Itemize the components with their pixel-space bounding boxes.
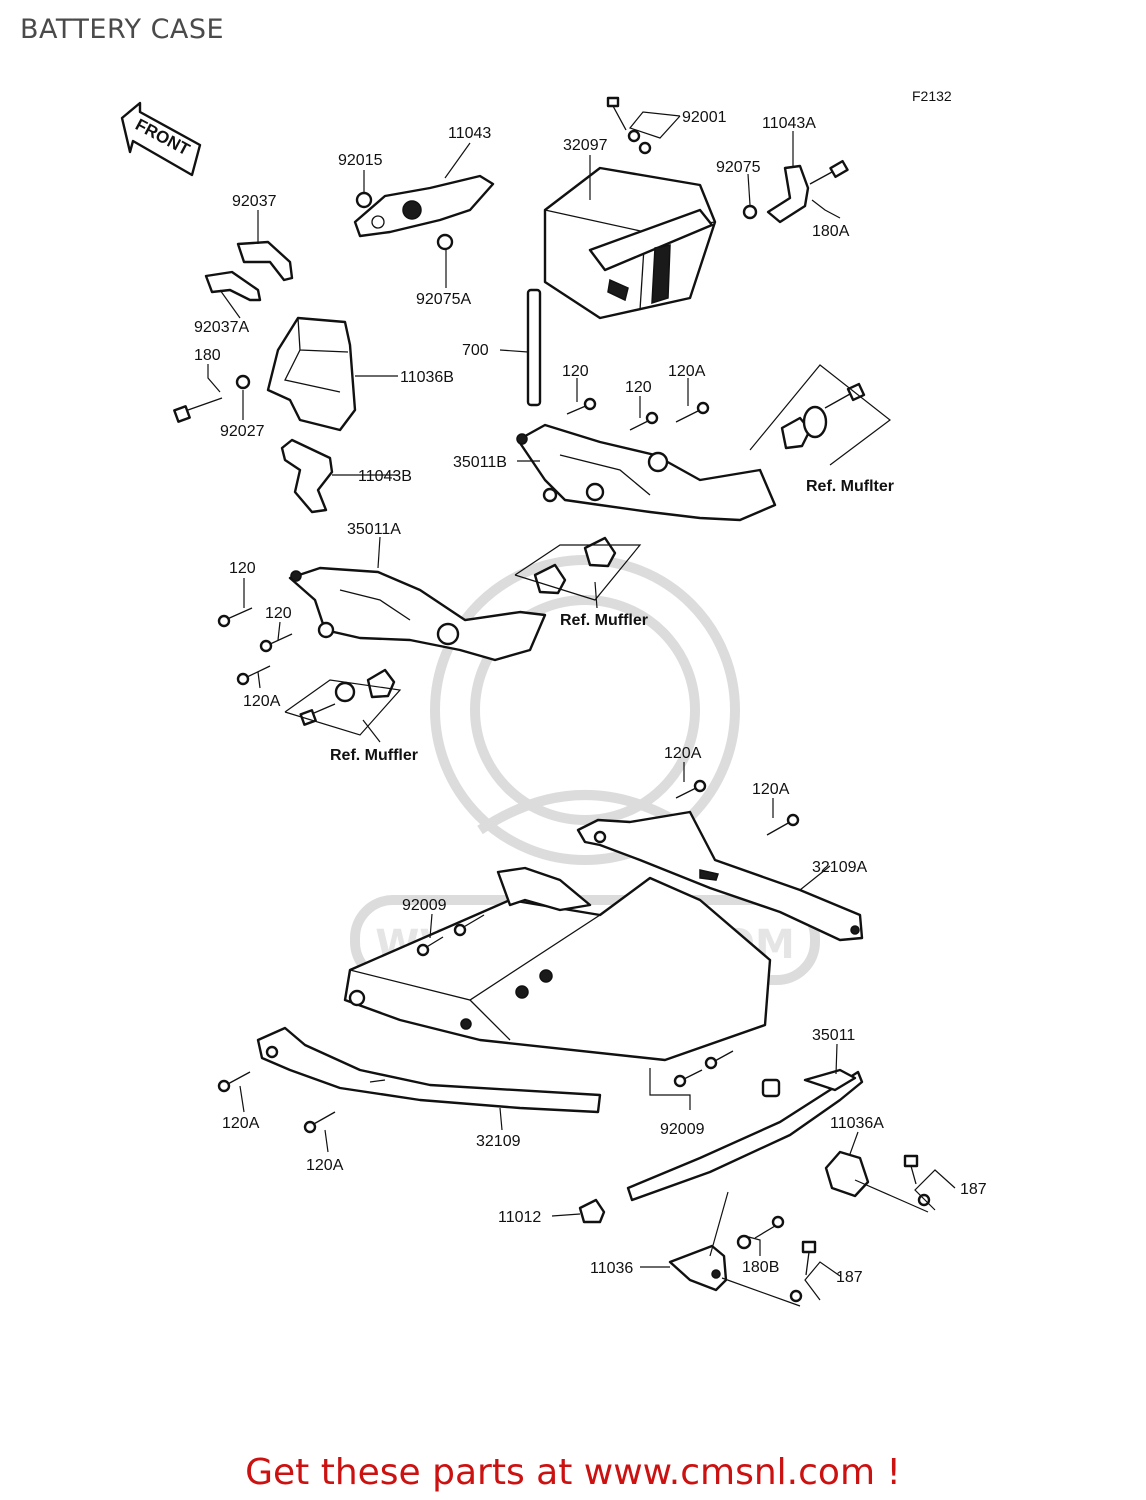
- bracket-11043A: [742, 159, 849, 224]
- label-11043A: 11043A: [762, 115, 816, 132]
- label-ref-muffler-2: Ref. Muffler: [560, 612, 648, 629]
- bolt-120A-mid: [236, 665, 271, 686]
- bolt-92009-upper-1: [453, 914, 485, 937]
- label-32109: 32109: [476, 1133, 521, 1150]
- bolt-120A-upper: [675, 401, 710, 423]
- figure-code: F2132: [912, 88, 952, 104]
- clamp-92037: [236, 240, 294, 282]
- label-11036A: 11036A: [830, 1115, 884, 1132]
- bolt-120A-lower-1: [217, 1071, 251, 1093]
- label-120-c: 120: [229, 560, 256, 577]
- label-92037: 92037: [232, 193, 277, 210]
- label-92075A: 92075A: [416, 291, 471, 308]
- label-11012: 11012: [498, 1209, 541, 1226]
- bolt-92009-lower-1: [704, 1050, 734, 1070]
- footer-promo-link[interactable]: Get these parts at www.cmsnl.com !: [245, 1452, 901, 1493]
- label-120A-e: 120A: [222, 1115, 260, 1132]
- bolt-120-upper-2: [629, 411, 659, 431]
- bracket-35011A: [288, 566, 547, 662]
- bracket-35011: [626, 1068, 864, 1202]
- rail-32109: [256, 1026, 602, 1114]
- damper-muffler-upper: [780, 382, 866, 450]
- label-120A-d: 120A: [752, 781, 790, 798]
- label-92075: 92075: [716, 159, 761, 176]
- bolt-120-mid-1: [217, 607, 253, 628]
- nut-92075A: [436, 233, 454, 251]
- label-11036: 11036: [590, 1260, 633, 1277]
- label-ref-muffler-1: Ref. Muflter: [806, 478, 894, 495]
- label-120A-b: 120A: [243, 693, 281, 710]
- label-120-d: 120: [265, 605, 292, 622]
- nut-92015: [355, 191, 373, 209]
- label-35011A: 35011A: [347, 521, 401, 538]
- page-title: BATTERY CASE: [20, 14, 225, 45]
- label-35011: 35011: [812, 1027, 855, 1044]
- label-32097: 32097: [563, 137, 608, 154]
- bracket-11036: [668, 1215, 817, 1303]
- label-120A-f: 120A: [306, 1157, 344, 1174]
- bolt-92001: [606, 96, 652, 155]
- clamp-92037A: [204, 270, 262, 302]
- label-180: 180: [194, 347, 221, 364]
- label-120-a: 120: [562, 363, 589, 380]
- label-11043B: 11043B: [358, 468, 412, 485]
- label-11043: 11043: [448, 125, 491, 142]
- battery-case-32097: [543, 166, 717, 320]
- damper-muffler-lower: [299, 668, 396, 726]
- rod-700: [526, 288, 542, 407]
- label-32109A: 32109A: [812, 859, 867, 876]
- label-180A: 180A: [812, 223, 850, 240]
- tray-cover: [343, 866, 772, 1062]
- leader-lines: [207, 111, 956, 1307]
- label-120-b: 120: [625, 379, 652, 396]
- front-arrow-icon: FRONT: [120, 101, 202, 177]
- label-92027: 92027: [220, 423, 265, 440]
- label-11036B: 11036B: [400, 369, 454, 386]
- label-92037A: 92037A: [194, 319, 249, 336]
- label-ref-muffler-3: Ref. Muffler: [330, 747, 418, 764]
- label-120A-c: 120A: [664, 745, 702, 762]
- label-187-a: 187: [960, 1181, 987, 1198]
- label-92009-a: 92009: [402, 897, 447, 914]
- bolt-120-mid-2: [259, 633, 293, 653]
- bolt-120A-upper-rail-1: [675, 779, 707, 799]
- bracket-35011B: [516, 423, 777, 522]
- part-labels: 11043 92015 92075A 32097 92001 11043A 92…: [194, 109, 987, 1286]
- cap-11036A: [824, 1150, 931, 1207]
- rail-32109A: [576, 810, 864, 942]
- bracket-11043: [353, 174, 495, 238]
- label-92009-b: 92009: [660, 1121, 705, 1138]
- bolt-92009-lower-2: [673, 1069, 703, 1088]
- label-35011B: 35011B: [453, 454, 507, 471]
- bolt-120A-upper-rail-2: [766, 813, 800, 836]
- bolt-180: [173, 374, 251, 423]
- bolt-120-upper-1: [566, 397, 597, 415]
- label-187-b: 187: [836, 1269, 863, 1286]
- bolt-92009-upper-2: [416, 936, 444, 957]
- label-92001: 92001: [682, 109, 727, 126]
- bolt-120A-lower-2: [303, 1111, 336, 1134]
- bracket-11043B: [280, 438, 334, 514]
- label-700: 700: [462, 342, 489, 359]
- holder-11036B: [266, 316, 357, 432]
- label-180B: 180B: [742, 1259, 779, 1276]
- spacer-11012: [578, 1198, 606, 1224]
- label-92015: 92015: [338, 152, 383, 169]
- label-120A-a: 120A: [668, 363, 706, 380]
